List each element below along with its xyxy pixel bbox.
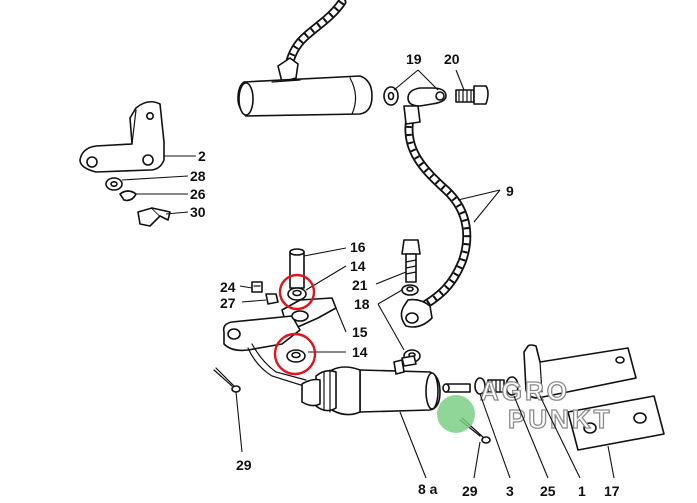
callout-15: 15 — [352, 324, 368, 340]
part-20-bolt — [455, 85, 489, 105]
part-24-screw — [251, 281, 263, 293]
callout-1: 1 — [578, 483, 586, 499]
highlight-markers — [273, 273, 317, 376]
callout-27: 27 — [220, 295, 236, 311]
part-1-bracket — [523, 344, 637, 399]
part-14-washer-lower — [286, 349, 306, 363]
highlight-circle-upper — [278, 273, 316, 311]
part-27-nut — [265, 293, 279, 305]
watermark-circle-icon — [437, 395, 475, 433]
part-3-pin — [442, 383, 471, 393]
cable-connector — [237, 57, 373, 117]
part-15-lever — [222, 297, 337, 387]
part-9-cable — [400, 105, 472, 328]
watermark-line2: PUNKT — [508, 404, 613, 434]
callout-14-upper: 14 — [350, 258, 366, 274]
highlight-circle-lower — [273, 332, 317, 376]
callout-26: 26 — [190, 186, 206, 202]
callout-16: 16 — [350, 239, 366, 255]
part-28-washer — [105, 177, 123, 191]
callout-14-lower: 14 — [352, 344, 368, 360]
callout-20: 20 — [444, 51, 460, 67]
part-17-plate — [567, 395, 665, 451]
callout-24: 24 — [220, 279, 236, 295]
part-21-bolt — [401, 239, 421, 283]
part-19-washers — [383, 86, 447, 107]
callout-21: 21 — [352, 277, 368, 293]
part-29-split-pin-left — [213, 367, 241, 393]
callout-29-right: 29 — [462, 483, 478, 499]
part-26-lockwasher — [119, 190, 137, 202]
callout-29-left: 29 — [236, 457, 252, 473]
part-14-washer-upper — [287, 287, 307, 301]
callout-2: 2 — [198, 148, 206, 164]
callout-18: 18 — [354, 296, 370, 312]
callout-8a: 8 a — [418, 481, 438, 497]
part-8a-cylinder — [301, 355, 441, 416]
watermark-line1: AGRO — [480, 376, 570, 406]
top-cable — [283, 0, 347, 75]
callout-19: 19 — [406, 51, 422, 67]
part-25-washer — [474, 376, 519, 396]
callout-28: 28 — [190, 168, 206, 184]
part-2-bracket — [79, 100, 165, 173]
callout-17: 17 — [604, 483, 620, 499]
callout-9: 9 — [506, 183, 514, 199]
callout-30: 30 — [190, 204, 206, 220]
part-30-bolt — [137, 207, 171, 227]
callout-25: 25 — [540, 483, 556, 499]
part-16-pin — [289, 248, 305, 289]
callout-3: 3 — [506, 483, 514, 499]
watermark-logo: AGRO PUNKT — [437, 375, 613, 435]
callout-labels: 19 20 2 28 26 30 9 16 14 24 21 27 18 15 … — [190, 51, 620, 499]
